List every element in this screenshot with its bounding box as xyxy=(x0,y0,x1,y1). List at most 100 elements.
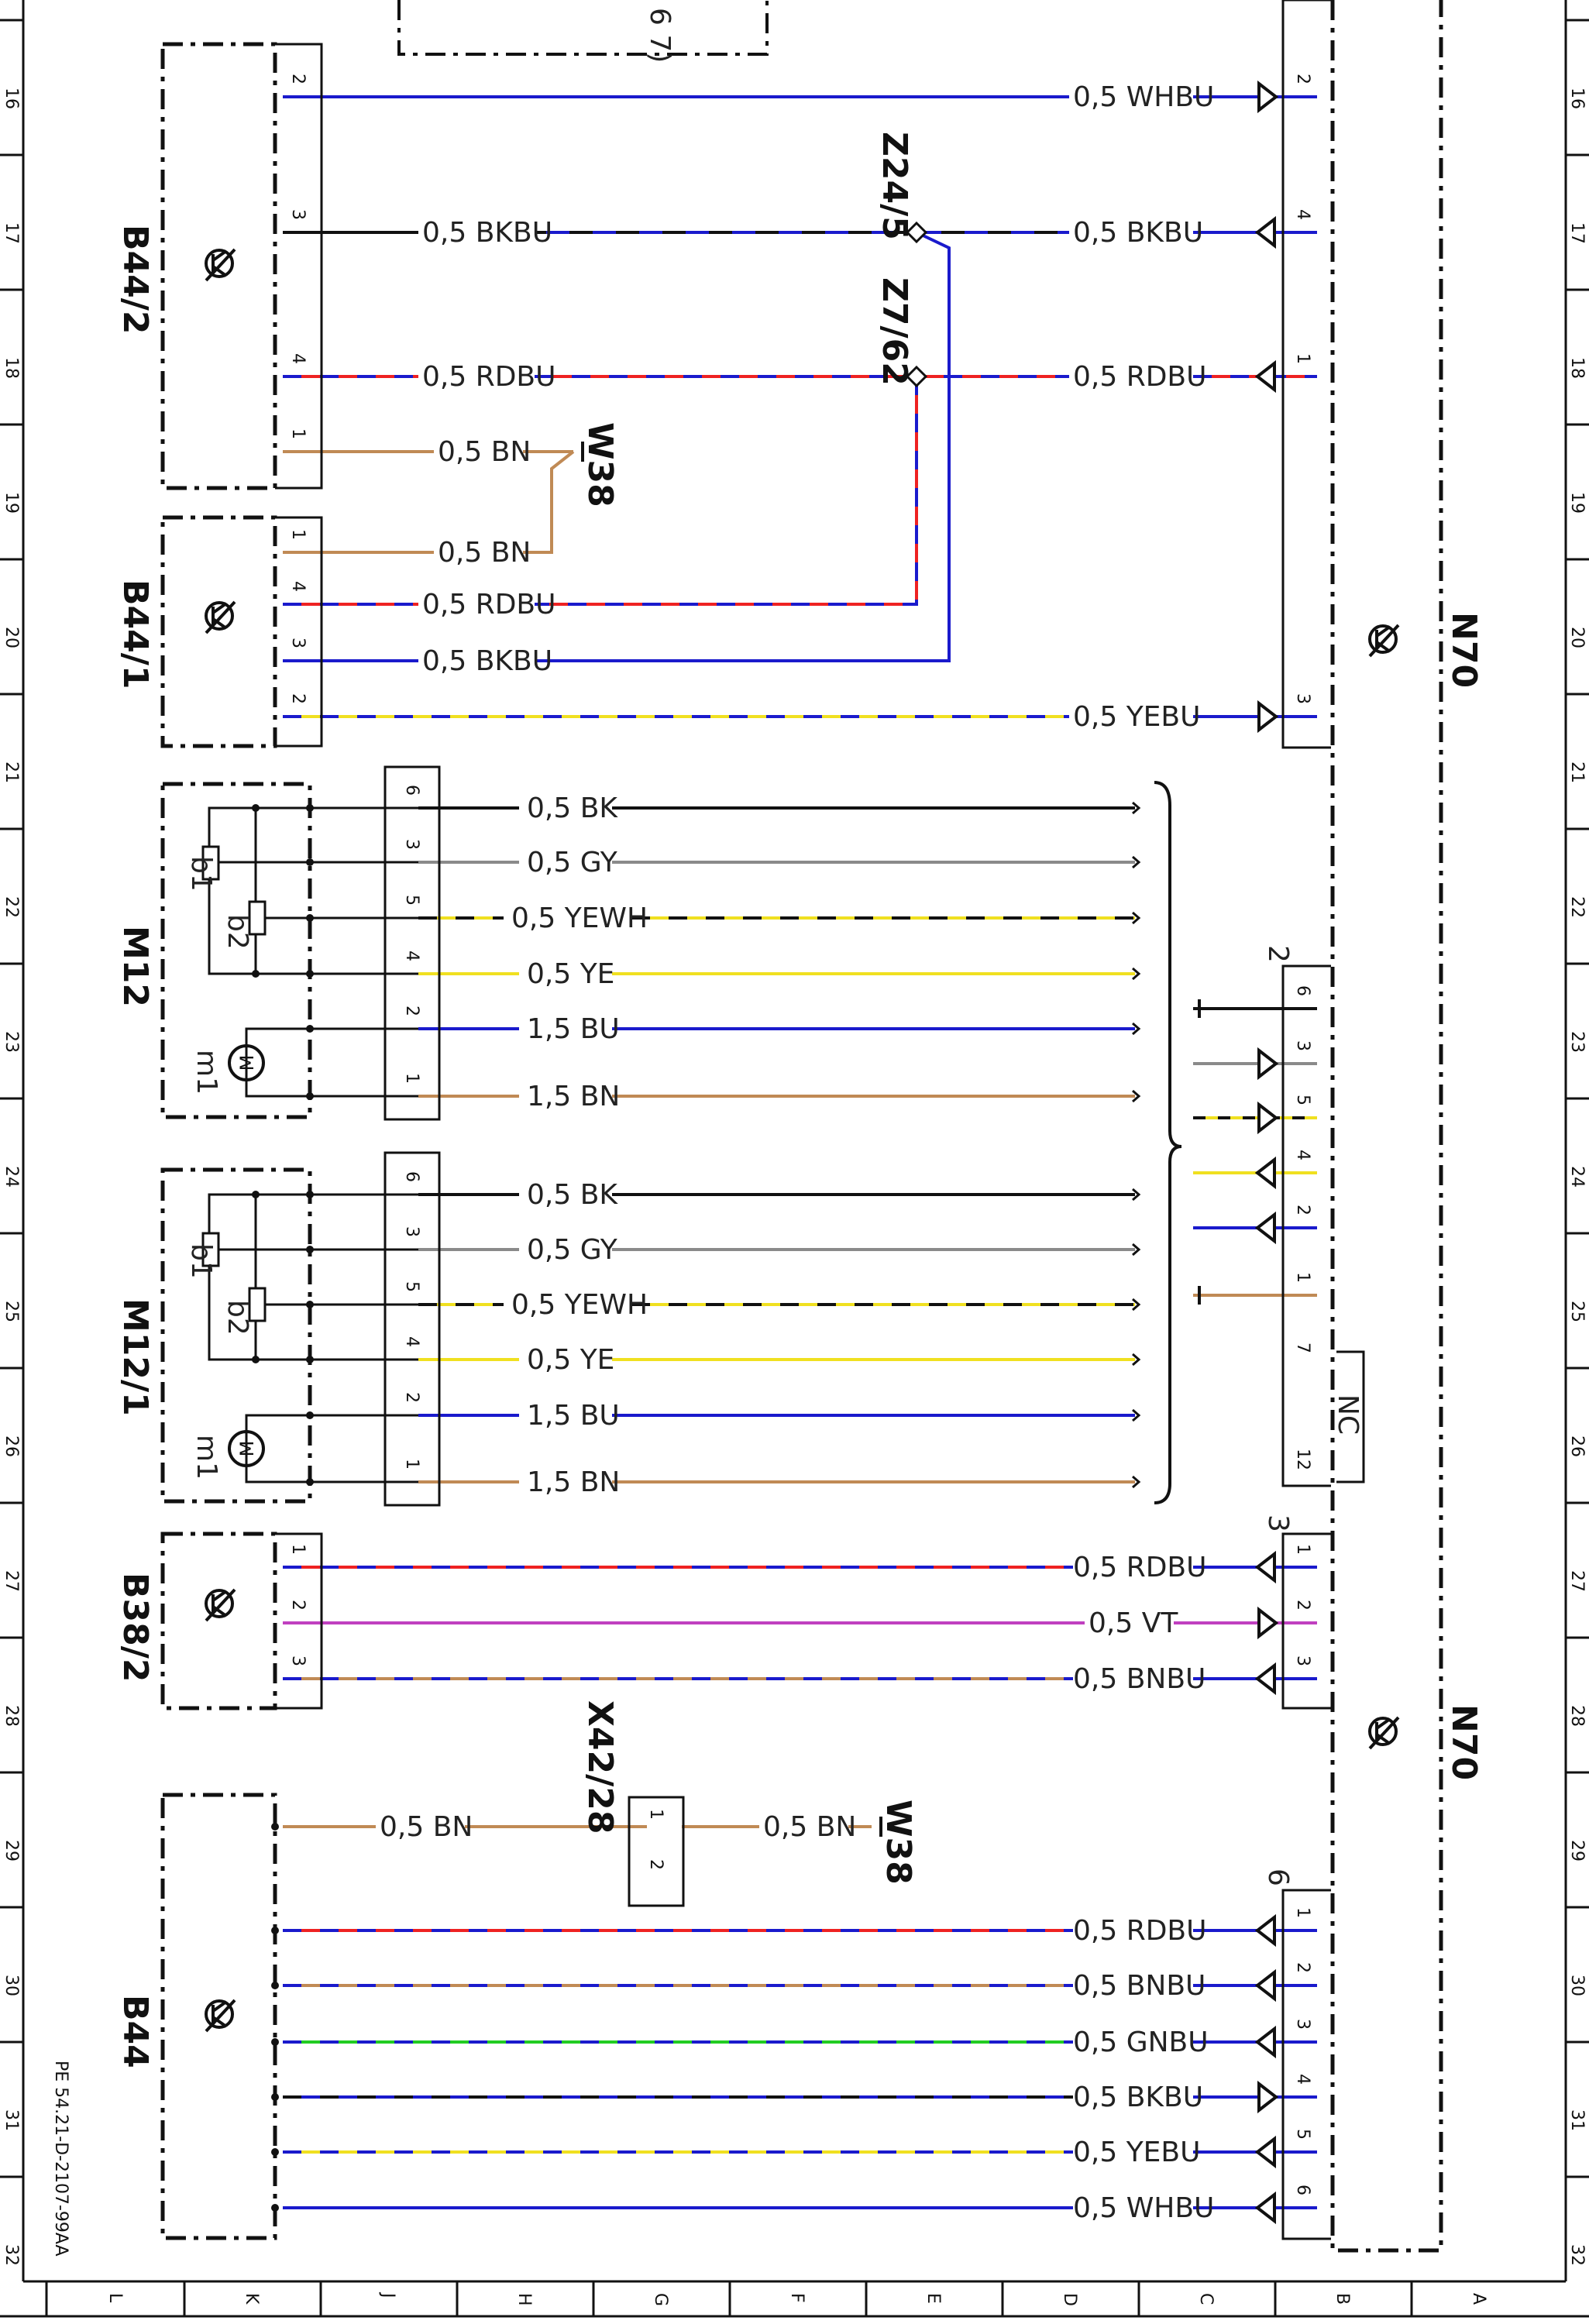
svg-text:L: L xyxy=(105,2293,125,2303)
svg-text:0,5 RDBU: 0,5 RDBU xyxy=(1073,1915,1206,1947)
svg-text:1: 1 xyxy=(1293,353,1312,364)
svg-text:16: 16 xyxy=(2,88,21,109)
svg-text:1: 1 xyxy=(402,1073,421,1084)
svg-text:17: 17 xyxy=(1567,222,1587,244)
wire-bundle-bracket xyxy=(1154,781,1182,1504)
svg-text:0,5 WHBU: 0,5 WHBU xyxy=(1073,2192,1214,2224)
label-b44-2: B44/2 xyxy=(115,225,155,334)
internal-to-connector xyxy=(310,806,418,1483)
svg-text:24: 24 xyxy=(1567,1166,1587,1188)
svg-text:E: E xyxy=(923,2293,943,2304)
ground-markers xyxy=(581,442,882,1837)
svg-text:31: 31 xyxy=(2,2109,21,2131)
svg-text:27: 27 xyxy=(1567,1570,1587,1592)
label-x42-28: X42/28 xyxy=(580,1700,620,1834)
svg-text:32: 32 xyxy=(1567,2244,1587,2266)
svg-text:17: 17 xyxy=(2,222,21,244)
component-boxes xyxy=(160,42,312,2240)
row-labels-left: 16 17 18 19 20 21 22 23 24 25 26 27 28 2… xyxy=(2,88,21,2266)
svg-text:2: 2 xyxy=(288,74,308,84)
svg-text:0,5 BNBU: 0,5 BNBU xyxy=(1073,1663,1206,1695)
svg-text:0,5 BK: 0,5 BK xyxy=(527,792,618,824)
svg-text:6: 6 xyxy=(1293,2185,1312,2195)
svg-text:3: 3 xyxy=(1293,2019,1312,2030)
wire-end-ticks xyxy=(1132,801,1141,1489)
svg-text:3: 3 xyxy=(1293,1655,1312,1666)
svg-text:16: 16 xyxy=(1567,88,1587,109)
svg-text:18: 18 xyxy=(1567,357,1587,379)
svg-text:0,5 BKBU: 0,5 BKBU xyxy=(1073,2082,1203,2113)
label-n70-top: N70 xyxy=(1444,612,1484,688)
svg-text:19: 19 xyxy=(1567,492,1587,514)
svg-text:6: 6 xyxy=(1293,985,1312,996)
svg-text:1,5 BU: 1,5 BU xyxy=(527,1400,620,1432)
svg-text:0,5 BKBU: 0,5 BKBU xyxy=(422,645,552,677)
svg-text:1: 1 xyxy=(1293,1544,1312,1555)
svg-text:K: K xyxy=(242,2293,261,2305)
svg-text:4: 4 xyxy=(402,1336,421,1347)
svg-text:4: 4 xyxy=(1293,2074,1312,2085)
svg-text:2: 2 xyxy=(1293,1205,1312,1215)
top-partial-label: 6 7) xyxy=(644,8,676,63)
svg-text:7: 7 xyxy=(1293,1342,1312,1353)
label-w38-b: W38 xyxy=(879,1800,918,1885)
svg-text:30: 30 xyxy=(2,1975,21,1996)
svg-text:28: 28 xyxy=(1567,1705,1587,1727)
svg-text:29: 29 xyxy=(1567,1840,1587,1862)
svg-text:1: 1 xyxy=(288,428,308,439)
svg-text:1,5 BN: 1,5 BN xyxy=(527,1081,620,1112)
label-z24-5: Z24/5 xyxy=(875,132,914,240)
n70-module-outline xyxy=(1330,0,1443,2253)
svg-text:6: 6 xyxy=(1262,1868,1294,1886)
svg-text:0,5 YE: 0,5 YE xyxy=(527,1344,614,1376)
svg-text:0,5 BN: 0,5 BN xyxy=(380,1811,473,1843)
svg-text:1: 1 xyxy=(1293,1272,1312,1283)
svg-text:0,5 BKBU: 0,5 BKBU xyxy=(1073,217,1203,249)
svg-text:0,5 YE: 0,5 YE xyxy=(527,958,614,990)
svg-text:21: 21 xyxy=(1567,761,1587,783)
nc-bracket xyxy=(1336,1350,1365,1483)
splice-z7-62 xyxy=(905,365,928,388)
svg-text:m1: m1 xyxy=(191,1050,222,1095)
svg-text:6: 6 xyxy=(402,1171,421,1182)
svg-text:23: 23 xyxy=(1567,1031,1587,1053)
svg-text:b2: b2 xyxy=(222,1300,253,1336)
svg-text:28: 28 xyxy=(2,1705,21,1727)
svg-text:31: 31 xyxy=(1567,2109,1587,2131)
svg-text:5: 5 xyxy=(1293,1095,1312,1105)
splice-z24-5 xyxy=(905,221,928,244)
label-b38-2: B38/2 xyxy=(115,1573,155,1682)
document-code: PE 54.21-D-2107-99AA xyxy=(51,2061,71,2257)
label-b44-1: B44/1 xyxy=(115,579,155,689)
svg-text:2: 2 xyxy=(1293,1600,1312,1611)
svg-text:2: 2 xyxy=(1293,74,1312,84)
svg-text:20: 20 xyxy=(2,627,21,648)
svg-text:1,5 BU: 1,5 BU xyxy=(527,1013,620,1045)
svg-text:C: C xyxy=(1196,2293,1216,2305)
wire-labels: 0,5 WHBU 0,5 BKBU 0,5 BKBU 0,5 RDBU 0,5 … xyxy=(380,81,1214,2224)
arrow-markers xyxy=(1198,80,1279,2225)
svg-text:H: H xyxy=(514,2293,534,2306)
svg-text:G: G xyxy=(651,2293,670,2306)
svg-text:22: 22 xyxy=(2,896,21,918)
svg-text:0,5 BN: 0,5 BN xyxy=(763,1811,856,1843)
svg-text:1: 1 xyxy=(402,1459,421,1470)
svg-text:26: 26 xyxy=(2,1435,21,1457)
svg-text:4: 4 xyxy=(1293,1150,1312,1160)
svg-text:1: 1 xyxy=(288,1544,308,1555)
pin-numbers: 2 3 4 1 1 4 3 2 6 3 5 4 2 1 6 3 5 4 2 1 … xyxy=(288,74,1312,2195)
svg-text:5: 5 xyxy=(1293,2129,1312,2140)
svg-text:0,5 BKBU: 0,5 BKBU xyxy=(422,217,552,249)
svg-text:0,5 WHBU: 0,5 WHBU xyxy=(1073,81,1214,113)
svg-text:27: 27 xyxy=(2,1570,21,1592)
svg-text:3: 3 xyxy=(288,1655,308,1666)
column-labels: L K J H G F E D C B A xyxy=(105,2291,1488,2306)
svg-text:2: 2 xyxy=(402,1392,421,1403)
svg-text:26: 26 xyxy=(1567,1435,1587,1457)
svg-text:21: 21 xyxy=(2,761,21,783)
grid-lines xyxy=(0,19,1589,2316)
label-b44: B44 xyxy=(115,1995,155,2068)
svg-text:0,5 RDBU: 0,5 RDBU xyxy=(1073,1552,1206,1583)
label-nc: NC xyxy=(1332,1394,1364,1435)
svg-text:1,5 BN: 1,5 BN xyxy=(527,1466,620,1498)
